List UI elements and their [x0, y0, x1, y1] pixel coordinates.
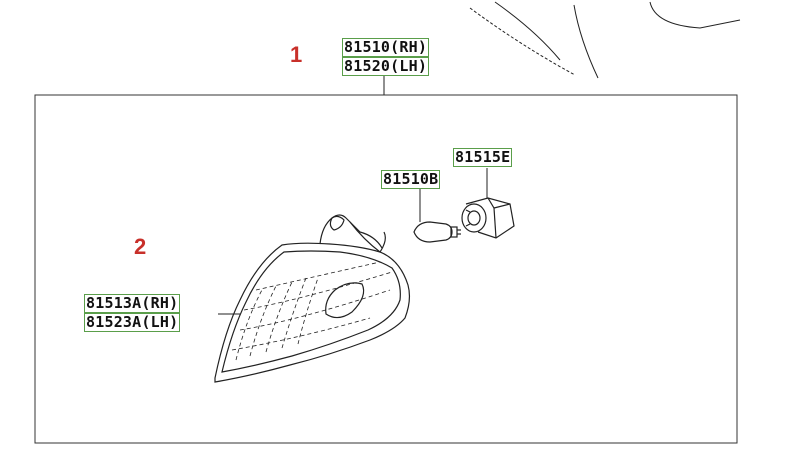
marker-1: 1: [290, 42, 303, 67]
part-label-lens-rh: 81513A(RH): [84, 294, 181, 313]
lens-label-group: 81513A(RH) 81523A(LH): [84, 294, 181, 332]
marker-2: 2: [134, 234, 147, 259]
assembly-label-group: 81510(RH) 81520(LH): [342, 38, 430, 76]
part-label-assembly-lh: 81520(LH): [342, 57, 430, 76]
adjacent-fragment-lines: [469, 1, 741, 79]
part-label-bulb: 81510B: [381, 170, 441, 189]
bulb-drawing: [413, 221, 461, 243]
part-label-assembly-rh: 81510(RH): [342, 38, 430, 57]
part-label-socket: 81515E: [453, 148, 513, 167]
part-label-lens-lh: 81523A(LH): [84, 313, 181, 332]
socket-drawing: [461, 197, 515, 239]
lamp-lens-drawing: [214, 214, 411, 383]
assembly-frame: [34, 94, 738, 444]
